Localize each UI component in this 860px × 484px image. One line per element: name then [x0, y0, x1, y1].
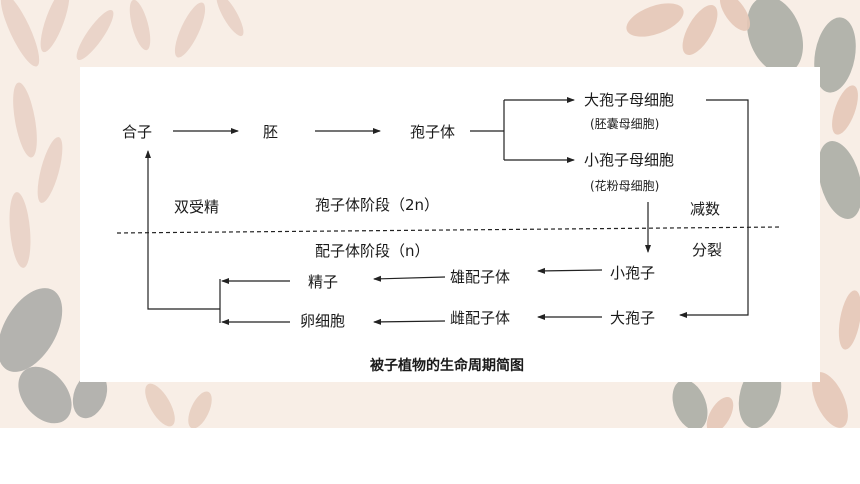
note-megasporocyte: (胚囊母细胞) — [590, 117, 660, 131]
arrow-fertilization-zygote — [145, 150, 220, 310]
diagram-panel: 合子 胚 孢子体 大孢子母细胞 (胚囊母细胞) 小孢子母细胞 (花粉母细胞) 双… — [80, 67, 820, 382]
label-sporophyte-stage: 孢子体阶段（2n） — [315, 196, 440, 214]
arrow-female-egg — [373, 318, 446, 325]
node-sporophyte: 孢子体 — [410, 123, 456, 141]
label-meiosis-top: 减数 — [690, 200, 721, 218]
arrow-megasporocyte-megaspore — [679, 99, 749, 318]
arrow-microspore-male — [537, 267, 603, 274]
diagram-connectors — [116, 97, 781, 325]
note-microsporocyte: (花粉母细胞) — [590, 179, 660, 193]
node-female-gametophyte: 雌配子体 — [450, 309, 511, 327]
label-meiosis-bottom: 分裂 — [692, 241, 723, 259]
label-gametophyte-stage: 配子体阶段（n） — [315, 242, 430, 260]
node-microsporocyte: 小孢子母细胞 — [584, 151, 675, 169]
stage-divider — [116, 226, 781, 234]
label-double-fertilization: 双受精 — [174, 198, 220, 216]
node-megasporocyte: 大孢子母细胞 — [584, 91, 675, 109]
node-megaspore: 大孢子 — [610, 309, 656, 327]
node-egg: 卵细胞 — [300, 312, 346, 330]
node-male-gametophyte: 雄配子体 — [450, 268, 511, 286]
node-embryo: 胚 — [263, 123, 279, 141]
node-microspore: 小孢子 — [610, 264, 656, 282]
node-sperm: 精子 — [308, 273, 339, 291]
slide-background: 合子 胚 孢子体 大孢子母细胞 (胚囊母细胞) 小孢子母细胞 (花粉母细胞) 双… — [0, 0, 860, 428]
node-zygote: 合子 — [122, 123, 153, 141]
diagram-caption: 被子植物的生命周期简图 — [370, 358, 524, 374]
arrow-male-sperm — [373, 275, 446, 282]
